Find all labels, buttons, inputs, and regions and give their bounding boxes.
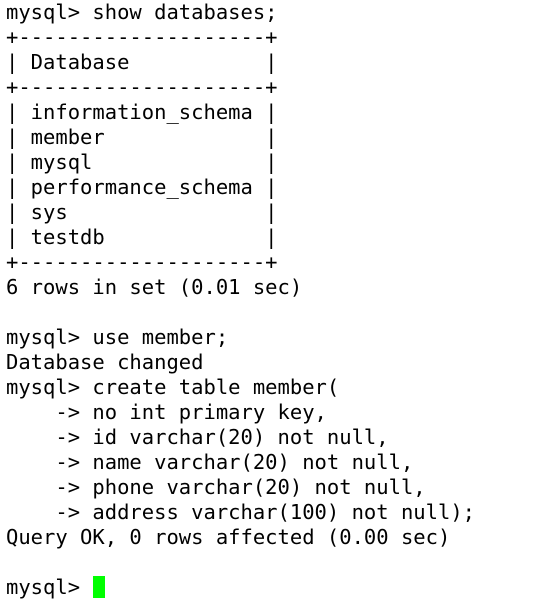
table-row: | information_schema | — [6, 100, 278, 124]
table-row: | mysql | — [6, 150, 278, 174]
terminal-line: Database changed — [6, 350, 204, 374]
table-header: | Database | — [6, 50, 278, 74]
terminal-line: mysql> create table member( — [6, 375, 340, 399]
blank-line — [6, 300, 551, 325]
prompt: mysql> — [6, 575, 93, 599]
terminal-line: -> id varchar(20) not null, — [6, 425, 389, 449]
prompt-line[interactable]: mysql> — [6, 575, 551, 600]
table-border-header: +--------------------+ — [6, 75, 278, 99]
terminal-line: -> no int primary key, — [6, 400, 327, 424]
result-summary: 6 rows in set (0.01 sec) — [6, 275, 303, 299]
table-row: | performance_schema | — [6, 175, 278, 199]
terminal-line: -> address varchar(100) not null); — [6, 500, 475, 524]
terminal-line: -> phone varchar(20) not null, — [6, 475, 426, 499]
terminal-line: mysql> show databases; — [6, 0, 278, 24]
result-summary: Query OK, 0 rows affected (0.00 sec) — [6, 525, 451, 549]
table-border-bottom: +--------------------+ — [6, 250, 278, 274]
terminal-cursor — [93, 576, 106, 598]
table-border-top: +--------------------+ — [6, 25, 278, 49]
terminal-line: -> name varchar(20) not null, — [6, 450, 414, 474]
blank-line — [6, 550, 551, 575]
table-row: | member | — [6, 125, 278, 149]
table-row: | testdb | — [6, 225, 278, 249]
table-row: | sys | — [6, 200, 278, 224]
terminal-line: mysql> use member; — [6, 325, 229, 349]
